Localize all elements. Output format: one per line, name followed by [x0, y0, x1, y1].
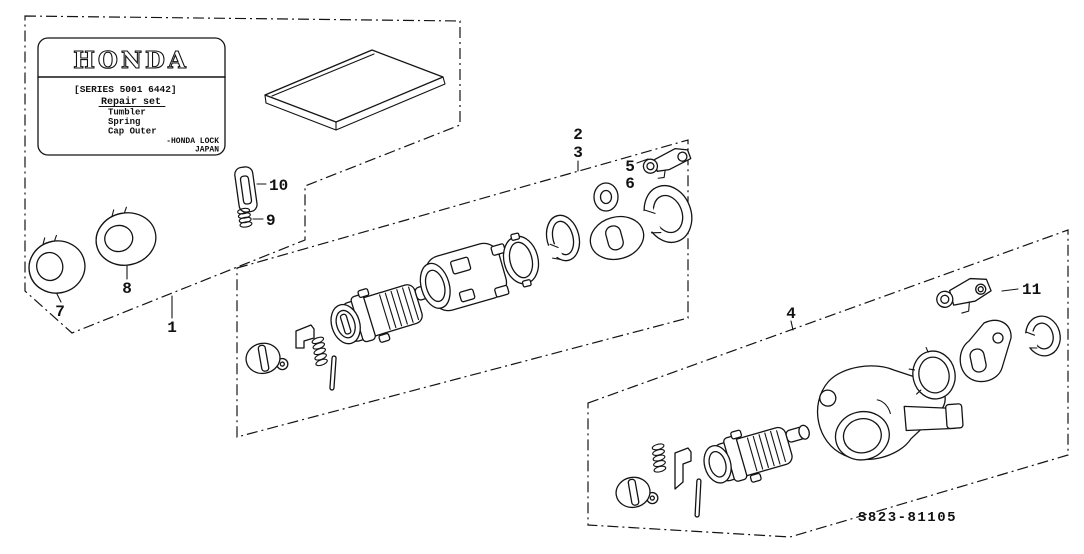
retainer-clip-a [295, 324, 315, 349]
cylinder-group-2-3-outline [236, 139, 689, 438]
o-ring-b [908, 346, 956, 400]
maker-text: -HONDA LOCK [166, 137, 219, 146]
cap-clip-part-10 [234, 166, 258, 213]
callout-11[interactable]: 11 [1022, 281, 1041, 299]
callout-3[interactable]: 3 [573, 144, 583, 162]
callout-10[interactable]: 10 [269, 177, 288, 195]
key-face-cap-b [615, 476, 659, 509]
callout-1[interactable]: 1 [167, 319, 177, 337]
switch-part-11 [936, 277, 992, 314]
tumbler-spring-a [311, 336, 328, 367]
collar-part-7 [28, 234, 86, 294]
cylinder-group-4-outline [587, 229, 1069, 538]
spring-part-9 [237, 207, 253, 228]
kit-item-tumbler: Tumbler [108, 108, 146, 118]
callout-9[interactable]: 9 [266, 212, 276, 230]
lock-cylinder-a [330, 281, 439, 345]
tumbler-spring-b [651, 443, 667, 473]
series-text: [SERIES 5001 6442] [74, 84, 177, 95]
cylinder-sleeve-a [419, 242, 510, 312]
roll-pin-a [329, 355, 337, 391]
callout-2[interactable]: 2 [573, 126, 583, 144]
repair-set-text: Repair set [101, 96, 161, 108]
callout-8[interactable]: 8 [122, 280, 132, 298]
honda-label-plate: HONDA [SERIES 5001 6442] Repair set Tumb… [37, 37, 226, 156]
cylinder-housing-b [816, 365, 964, 461]
roll-pin-b [694, 478, 702, 518]
retainer-clip-b [674, 447, 692, 490]
callout-4[interactable]: 4 [786, 305, 796, 323]
key-face-cap-a [245, 342, 289, 375]
instruction-booklet [264, 49, 446, 131]
collar-part-8 [95, 206, 157, 266]
callout-5[interactable]: 5 [625, 158, 635, 176]
e-clip-a [637, 184, 693, 244]
washer-ring-a [502, 232, 540, 288]
callout-7[interactable]: 7 [55, 303, 65, 321]
lever-part-5-6 [642, 147, 692, 179]
diagram-part-code: S823-81105 [858, 510, 957, 526]
callout-6[interactable]: 6 [625, 175, 635, 193]
snap-ring-a [545, 214, 581, 262]
keyhole-plate-a [589, 182, 645, 261]
kit-item-spring: Spring [108, 117, 140, 127]
kit-item-cap-outer: Cap Outer [108, 127, 157, 137]
e-clip-b [1020, 315, 1061, 357]
cam-plate-b [959, 319, 1012, 383]
honda-logo-text: HONDA [73, 47, 189, 74]
lock-cylinder-b [703, 424, 810, 484]
country-text: JAPAN [195, 146, 219, 155]
